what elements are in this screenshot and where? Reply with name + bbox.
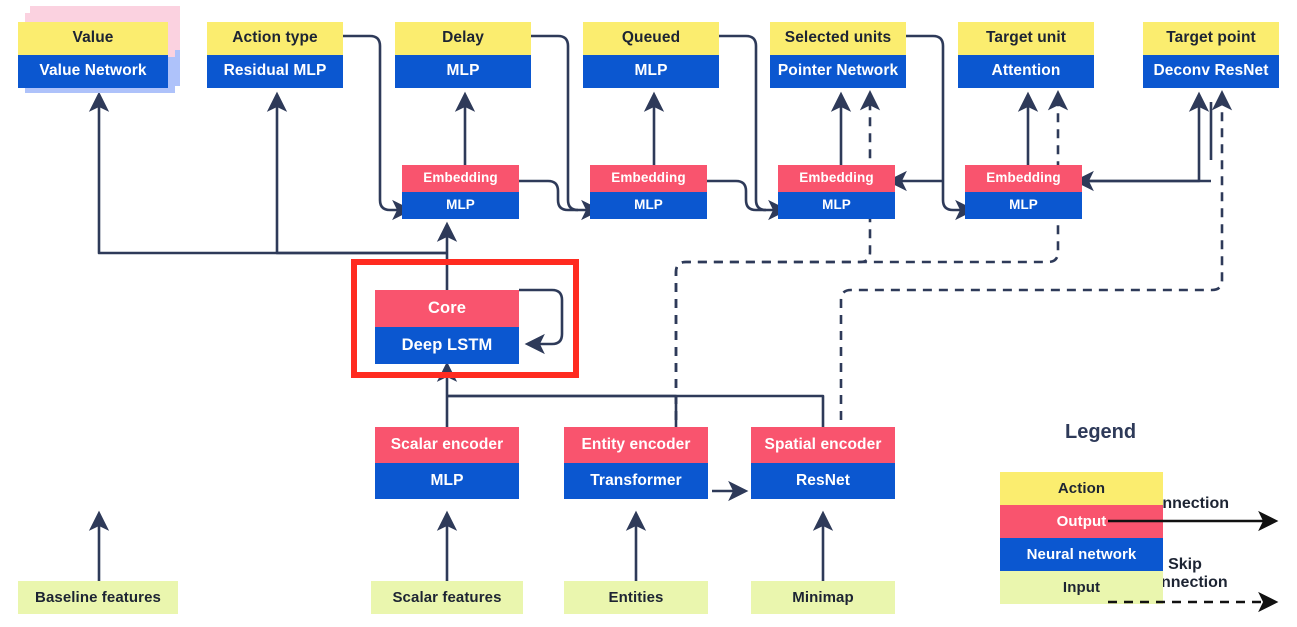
wire-emb1-lateral [519,179,578,212]
legend-skip-label-line1: Skip [1168,556,1202,573]
skip-entity-to-target-unit [674,90,1069,420]
node-delay-action: Delay [395,22,531,55]
node-value-action: Value [18,22,168,55]
node-target-unit-action: Target unit [958,22,1094,55]
node-input-entities[interactable]: Entities [564,581,708,614]
wire-emb2-lateral [707,179,766,212]
node-core-network: Deep LSTM [375,327,519,364]
node-input-minimap[interactable]: Minimap [751,581,895,614]
legend-item-input: Input [1000,571,1163,604]
node-input-baseline-features[interactable]: Baseline features [18,581,178,614]
legend-swatch-stack: Action Output Neural network Input [1000,472,1163,604]
node-selected-units-action: Selected units [770,22,906,55]
node-action-type-network: Residual MLP [207,55,343,88]
legend-item-action: Action [1000,472,1163,505]
node-entity-encoder[interactable]: Entity encoder Transformer [564,427,708,499]
node-embedding-queued-output: Embedding [778,165,895,192]
node-embedding-delay[interactable]: Embedding MLP [590,165,707,219]
node-target-point-network: Deconv ResNet [1143,55,1279,88]
node-scalar-encoder[interactable]: Scalar encoder MLP [375,427,519,499]
legend-title: Legend [1065,421,1137,443]
node-input-scalar-features[interactable]: Scalar features [371,581,523,614]
skip-spatial-to-target-point [839,90,1233,420]
node-input-minimap-label: Minimap [751,581,895,614]
node-action-type[interactable]: Action type Residual MLP [207,22,343,88]
node-scalar-encoder-network: MLP [375,463,519,499]
node-value[interactable]: Value Value Network [18,22,168,88]
node-input-entities-label: Entities [564,581,708,614]
node-target-unit[interactable]: Target unit Attention [958,22,1094,88]
node-embedding-action-type-network: MLP [402,192,519,219]
node-input-baseline-features-label: Baseline features [18,581,178,614]
node-action-type-action: Action type [207,22,343,55]
node-entity-encoder-output: Entity encoder [564,427,708,463]
node-spatial-encoder-network: ResNet [751,463,895,499]
node-spatial-encoder[interactable]: Spatial encoder ResNet [751,427,895,499]
node-target-point-action: Target point [1143,22,1279,55]
node-embedding-selected-units[interactable]: Embedding MLP [965,165,1082,219]
node-selected-units-network: Pointer Network [770,55,906,88]
node-queued-network: MLP [583,55,719,88]
node-scalar-encoder-output: Scalar encoder [375,427,519,463]
node-input-scalar-features-label: Scalar features [371,581,523,614]
wire-core-to-value [88,91,447,255]
node-embedding-selected-units-output: Embedding [965,165,1082,192]
node-entity-encoder-network: Transformer [564,463,708,499]
legend-skip-connection-label: Skip connection [1142,556,1227,593]
legend-arrows [1108,510,1279,613]
node-delay-network: MLP [395,55,531,88]
node-embedding-delay-output: Embedding [590,165,707,192]
node-embedding-delay-network: MLP [590,192,707,219]
wire-spatial-encoder-to-bus [447,394,825,427]
node-embedding-selected-units-network: MLP [965,192,1082,219]
node-embedding-action-type-output: Embedding [402,165,519,192]
node-selected-units[interactable]: Selected units Pointer Network [770,22,906,88]
node-target-unit-network: Attention [958,55,1094,88]
node-embedding-queued-network: MLP [778,192,895,219]
node-delay[interactable]: Delay MLP [395,22,531,88]
wire-delay-to-emb2 [531,34,602,221]
node-spatial-encoder-output: Spatial encoder [751,427,895,463]
core-highlight-box [351,259,579,378]
node-embedding-action-type[interactable]: Embedding MLP [402,165,519,219]
node-queued[interactable]: Queued MLP [583,22,719,88]
node-embedding-queued[interactable]: Embedding MLP [778,165,895,219]
node-queued-action: Queued [583,22,719,55]
wire-to-target-point-solid [1084,91,1210,183]
wire-entity-encoder-to-bus [447,394,678,427]
legend-item-neural-network: Neural network [1000,538,1163,571]
node-target-point[interactable]: Target point Deconv ResNet [1143,22,1279,88]
node-value-network: Value Network [18,55,168,88]
wire-action-type-to-emb1 [343,34,413,221]
skip-entity-to-selected-units [674,90,881,420]
legend-connection-label: Connection [1141,495,1229,512]
legend-skip-label-line2: connection [1142,574,1228,592]
node-core[interactable]: Core Deep LSTM [375,290,519,364]
wire-selected-units-to-emb4 [906,34,976,221]
